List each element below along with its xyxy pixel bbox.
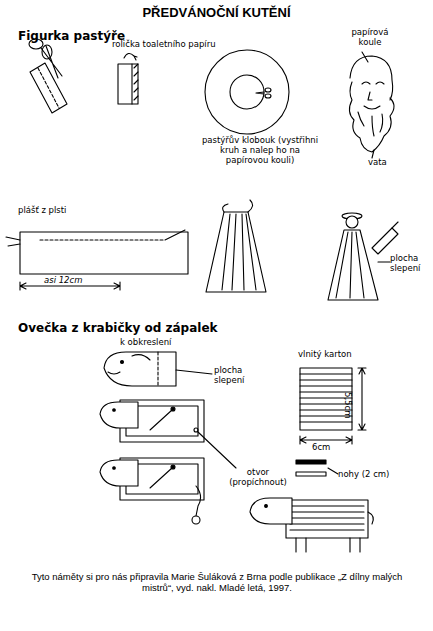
glue-line (157, 352, 158, 386)
dimension: 5,5cm (342, 392, 352, 432)
part-label: plocha slepení (390, 254, 432, 274)
bead (192, 516, 200, 524)
leader-line (328, 468, 338, 474)
part-label: papírová koule (340, 28, 400, 48)
leg-strip (296, 460, 326, 464)
sheep-head (100, 402, 138, 428)
head (346, 216, 358, 228)
part-label: rolička toaletního papíru (112, 40, 222, 50)
dimension: 6cm (312, 443, 352, 453)
paper-ball-head (350, 56, 393, 100)
hole (194, 428, 198, 432)
match-stick (150, 410, 172, 430)
cotton-beard (349, 82, 394, 152)
felt-cloak (20, 232, 188, 274)
section-heading: Ovečka z krabičky od zápalek (18, 322, 268, 336)
eye (121, 361, 124, 364)
part-label: plocha slepení (214, 366, 264, 386)
part-label: pastýřův klobouk (vystřihni kruh a nalep… (200, 136, 320, 165)
string (6, 230, 185, 246)
cut-line (38, 68, 59, 108)
toilet-roll (30, 63, 67, 113)
beard-strands (358, 112, 383, 136)
hat-brim (205, 50, 289, 134)
sheep-head-template (104, 352, 176, 386)
tail (368, 512, 373, 524)
leader-line (372, 150, 374, 158)
leader-line (176, 370, 212, 374)
eye (265, 505, 268, 508)
string (196, 486, 201, 516)
part-label: vata (368, 158, 408, 168)
match-head (171, 407, 175, 411)
stitches (40, 239, 165, 240)
cut-roll (118, 64, 138, 104)
leg-strip (296, 472, 326, 476)
part-label: vlnitý karton (298, 350, 388, 360)
dimension-line (358, 368, 366, 430)
shepherd-cloak (328, 230, 378, 300)
hat-hole (230, 75, 264, 109)
leader-line (362, 52, 368, 62)
face (362, 82, 384, 109)
part-label: k obkreslení (120, 338, 210, 348)
wool-lines (290, 506, 364, 530)
page-title: PŘEDVÁNOČNÍ KUTĚNÍ (0, 6, 433, 21)
cloak-folds (336, 232, 364, 298)
sheep-legs (296, 538, 360, 552)
caption: Tyto náměty si pro nás připravila Marie … (28, 572, 406, 594)
scissors-small (265, 94, 271, 98)
glue-tube (372, 228, 398, 254)
part-label: plášť z plsti (18, 206, 138, 216)
leader-line (378, 261, 390, 262)
roll-arrow (124, 53, 137, 60)
glue-nozzle (392, 222, 398, 228)
dimension: asi 12cm (44, 276, 114, 286)
sheep-features (108, 355, 150, 374)
sheep-body (286, 500, 368, 538)
scissors-small (256, 92, 264, 94)
match-head (171, 465, 175, 469)
part-label: otvor (propíchnout) (218, 468, 298, 488)
scissors-small (265, 88, 271, 92)
eye (113, 467, 116, 470)
part-label: nohy (2 cm) (338, 470, 408, 480)
sheep-head (250, 498, 292, 524)
sheep-head (100, 460, 138, 486)
eye (113, 409, 116, 412)
glue-hatching (132, 64, 138, 104)
cloak-folds (222, 200, 256, 290)
match-stick (150, 468, 172, 488)
